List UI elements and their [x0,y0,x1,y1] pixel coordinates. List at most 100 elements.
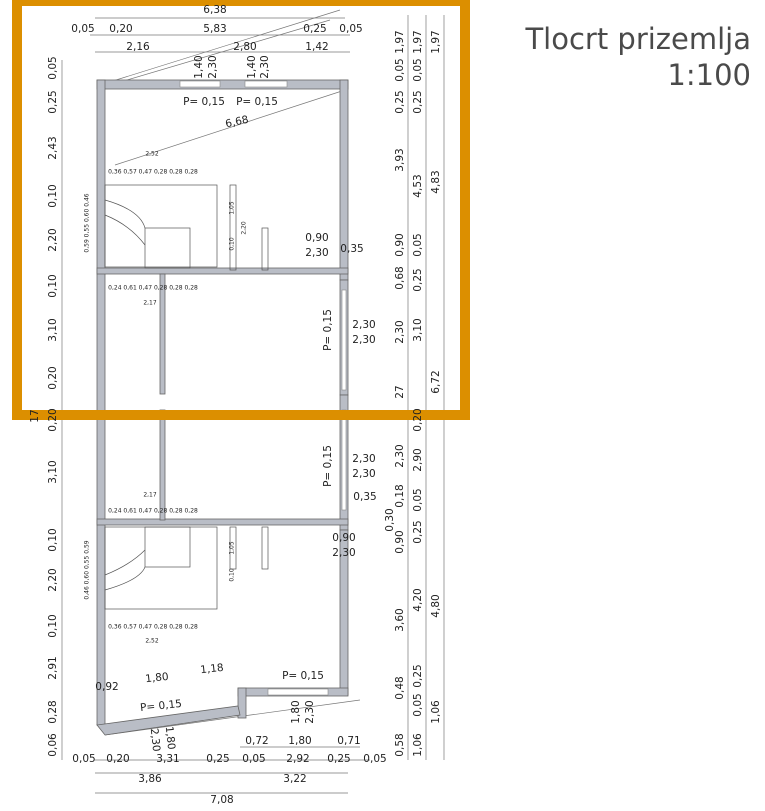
door-width-label: 0,90 [305,232,329,244]
dim-label: 3,93 [394,148,406,172]
dim-label: 2,16 [126,41,150,53]
dim-label: 0,05 [242,753,266,765]
dim-label: 2,30 [352,468,376,480]
dim-label: 0,30 [384,508,396,532]
dim-label: 0,05 [412,488,424,512]
parapet-label: P= 0,15 [322,309,334,351]
dim-label: 2,92 [286,753,310,765]
dim-label: 0,20 [106,753,130,765]
dim-label: 0,20 [47,408,59,432]
dim-label: 0,25 [412,90,424,114]
dim-label: 4,53 [412,174,424,198]
dim-label: 0,25 [303,23,327,35]
dim-label: 0,20 [47,366,59,390]
dim-label: 0,06 [47,733,59,757]
dim-label: 2,30 [394,444,406,468]
dim-label: 3,10 [412,318,424,342]
dim-label: 4,83 [430,170,442,194]
dim-label: 7,08 [210,794,234,806]
stair-dim-label: 1,05 [228,201,236,215]
dim-label: 0,10 [47,274,59,298]
dim-label: 0,18 [394,484,406,508]
parapet-label: P= 0,15 [183,96,225,108]
dim-label: 0,72 [245,735,269,747]
dim-label: 0,25 [394,90,406,114]
stair-dim-label: 2,52 [145,637,159,645]
dim-label: 0,25 [327,753,351,765]
dim-label: 3,31 [156,753,180,765]
dim-label: 3,10 [47,460,59,484]
dim-label: 0,05 [394,58,406,82]
dim-label: 0,10 [47,614,59,638]
dim-label: 0,05 [47,56,59,80]
stair-dim-label: 1,05 [228,541,236,555]
stair-dim-label: 0,36 0,57 0,47 0,28 0,28 0,28 [108,168,198,176]
dim-label: 0,05 [339,23,363,35]
dim-label: 0,10 [47,528,59,552]
dim-label: 0,68 [394,266,406,290]
stair-dim-label: 2,52 [145,150,159,158]
stair-dim-label: 0,10 [228,568,236,582]
dim-label: 0,35 [340,243,364,255]
dim-label: 6,38 [203,4,227,16]
dim-label: 2,30 [394,320,406,344]
parapet-label: P= 0,15 [282,670,324,682]
dim-label: 2,30 [207,55,219,79]
dim-label: 2,20 [47,228,59,252]
dim-label: 1,80 [288,735,312,747]
dim-label: 0,90 [394,233,406,257]
dim-label: 0,05 [412,58,424,82]
stair-dim-label: 0,46 0,60 0,55 0,59 [83,540,91,600]
dim-label: 0,90 [394,530,406,554]
dim-label: 2,30 [147,727,163,753]
dim-label: 2,91 [47,656,59,680]
plan-title: Tlocrt prizemlja [525,22,751,56]
dim-label: 0,25 [412,664,424,688]
stairs [104,184,269,610]
dim-label: 2,20 [47,568,59,592]
stair-dim-label: 0,24 0,61 0,47 0,28 0,28 0,28 [108,507,198,515]
dim-label: 1,06 [412,733,424,757]
dim-label: 2,90 [412,448,424,472]
highlight-frame [12,0,470,420]
dim-label: 1,97 [412,30,424,54]
dim-label: 17 [29,409,41,423]
dim-label: 3,10 [47,318,59,342]
dim-label: 0,05 [412,693,424,717]
dim-label: 1,42 [305,41,329,53]
stair-dim-label: 2,17 [143,491,157,499]
dim-label: 0,20 [412,408,424,432]
dim-label: 2,80 [233,41,257,53]
dim-label: 0,25 [412,520,424,544]
dim-label: 4,80 [430,594,442,618]
dim-label: 2,30 [304,700,316,724]
dim-label: 2,30 [352,453,376,465]
dim-label: 0,58 [394,733,406,757]
dim-label: 3,22 [283,773,307,785]
stair-dim-label: 0,59 0,55 0,60 0,46 [83,193,91,253]
windows [179,80,347,696]
dim-label: 0,28 [47,700,59,724]
dim-label: 6,72 [430,370,442,394]
dim-label: 3,60 [394,608,406,632]
dim-label: 3,86 [138,773,162,785]
dim-label: 0,71 [337,735,361,747]
dim-label: 0,48 [394,676,406,700]
dim-label: 0,05 [71,23,95,35]
dim-label: 0,25 [206,753,230,765]
dimension-lines [61,9,445,794]
dim-label: 1,97 [430,30,442,54]
parapet-label: P= 0,15 [236,96,278,108]
dim-label: 1,18 [199,661,225,677]
door-height-label: 2,30 [332,547,356,559]
dim-label: 0,20 [109,23,133,35]
stair-dim-label: 2,17 [143,299,157,307]
stair-dim-label: 2,20 [240,221,248,235]
dim-label: 1,40 [193,55,205,79]
dim-label: 2,43 [47,136,59,160]
dim-label: 1,97 [394,30,406,54]
dim-label: 0,05 [363,753,387,765]
dim-label: 0,92 [95,681,119,693]
